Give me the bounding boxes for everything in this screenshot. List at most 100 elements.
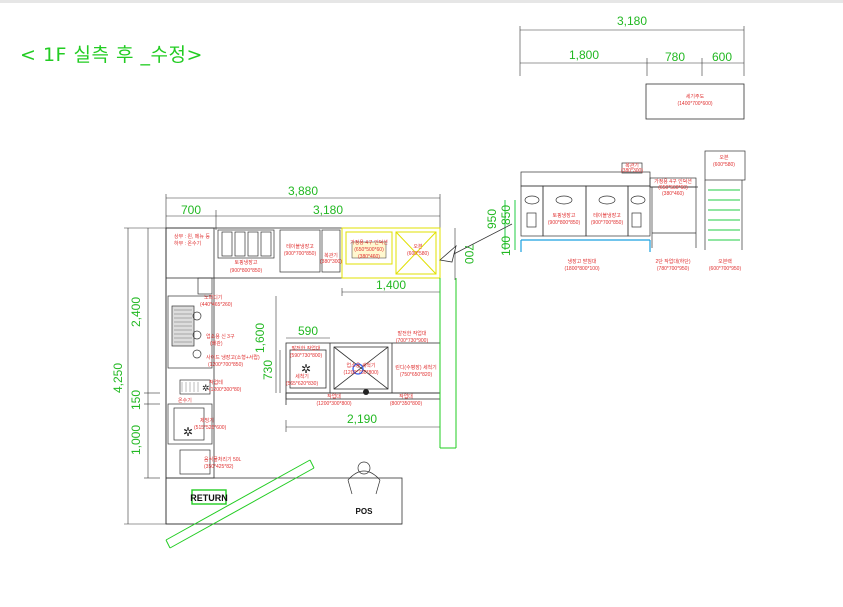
label-isl3-2: (565*620*830)	[286, 381, 319, 387]
label-elev-table-1: 가정용 4구 인덕션	[654, 178, 692, 185]
fan-icon-small: ✲	[202, 383, 210, 393]
plan-dimension-lines	[124, 194, 456, 525]
top-border-line	[0, 0, 843, 3]
dim-top-1800: 1,800	[569, 48, 599, 62]
elevation-rack-lines	[504, 189, 740, 250]
cooktop-panel	[351, 241, 387, 259]
label-cook-1: 가정용 4구 인덕션	[350, 239, 388, 246]
elevation-base-blue	[520, 239, 651, 252]
return-label: RETURN	[190, 493, 228, 503]
dim-top-3180: 3,180	[617, 14, 647, 28]
dim-width-3180: 3,180	[313, 203, 343, 217]
top-dimension-chain	[519, 26, 745, 76]
label-oven-1: 오븐	[413, 244, 423, 250]
label-prep-1: 작업테	[209, 379, 223, 386]
appliance-box-top-right	[645, 83, 745, 120]
elevation-view	[520, 150, 746, 250]
label-drain-2: (350*425*82)	[204, 464, 234, 470]
label-cook-2: (650*500*60)	[354, 247, 384, 253]
label-table-2: (900*700*850)	[284, 251, 317, 257]
label-ice-1: 제빙기	[200, 417, 214, 424]
dim-island-2190: 2,190	[347, 412, 377, 426]
label-smallbox-2: (380*300)	[320, 259, 342, 265]
top-counter-appliances	[197, 229, 341, 295]
person-icon	[347, 461, 381, 495]
label-isl7-1: 작업대	[399, 393, 413, 400]
label-isl3-1: 세척기	[295, 373, 309, 380]
label-elev-bottom3-1: 오븐랙	[718, 258, 732, 265]
arrow-to-elevation	[439, 223, 513, 263]
label-isl6-2: (1200*300*800)	[316, 401, 351, 407]
label-isl4-1: 업소용 세척기	[347, 362, 376, 369]
label-right-top-2: (1400*700*600)	[677, 101, 712, 107]
label-isl7-2: (800*350*800)	[390, 401, 423, 407]
label-tl-2: 하부 : 온수기	[174, 240, 201, 247]
label-isl5-2: (750*650*820)	[400, 372, 433, 378]
green-wall-lines	[165, 278, 457, 549]
dim-right-1400: 1,400	[376, 278, 406, 292]
label-elev-bottom1-2: (1800*800*100)	[564, 266, 599, 272]
drain-icon	[363, 389, 369, 395]
sink-grid	[174, 309, 199, 392]
fan-icon: ✲	[183, 425, 193, 439]
label-elev-bottom2-1: 2단 작업대(하단)	[655, 258, 690, 265]
label-elev-bottom1-1: 냉장고 받침대	[568, 258, 597, 265]
label-right-top-1: 세기주도	[686, 93, 705, 100]
label-isl6-1: 작업대	[327, 393, 341, 400]
label-topping-1: 토핑냉장고	[234, 259, 257, 266]
dim-island-730: 730	[261, 360, 275, 380]
label-tl-1: 상부 : 왼, 메뉴 등	[174, 233, 210, 240]
label-bev-1: 사이드 냉장고(소형+서랍)	[206, 354, 260, 361]
label-sink3-2: (배관)	[210, 340, 223, 347]
label-isl2-1: 발전한 작업대	[292, 345, 321, 352]
label-ice-2: (515*526*600)	[194, 425, 227, 431]
dim-width-3880: 3,880	[288, 184, 318, 198]
label-rice-1: 노피디기	[204, 294, 222, 301]
dim-right-700: 700	[462, 244, 476, 264]
label-elev-top2-1: 오븐	[719, 155, 729, 161]
dim-elev-100: 100	[499, 236, 513, 256]
label-isl1-2: (700*730*900)	[396, 338, 429, 344]
label-isl4-2: (1200*730*800)	[343, 370, 378, 376]
label-isl1-1: 발전한 작업대	[398, 330, 427, 337]
highlight-cooktop-oven	[341, 227, 441, 279]
dim-top-780: 780	[665, 50, 685, 64]
dim-top-600: 600	[712, 50, 732, 64]
label-elev-top1-1: 복관기	[625, 162, 639, 169]
label-rice-2: (440*465*260)	[200, 302, 233, 308]
dim-elev-850: 850	[499, 205, 513, 225]
return-sign-box	[191, 489, 227, 505]
label-elev-top2-2: (600*580)	[713, 162, 735, 168]
dim-left-2400: 2,400	[129, 297, 143, 327]
dim-island-1600: 1,600	[253, 323, 267, 353]
dim-left-1000: 1,000	[129, 425, 143, 455]
label-isl2-2: (590*730*800)	[290, 353, 323, 359]
label-smallbox-1: 복관기	[324, 252, 338, 259]
dim-width-700: 700	[181, 203, 201, 217]
pos-label: POS	[356, 507, 374, 516]
label-hot: 온수기	[178, 397, 192, 404]
label-elev-b2-2: (900*700*850)	[591, 220, 624, 226]
label-isl5-1: 린디(수평장) 세척기	[395, 364, 437, 371]
label-elev-b1-2: (900*800*850)	[548, 220, 581, 226]
label-topping-2: (900*800*850)	[230, 268, 263, 274]
page-title: < 1F 실측 후 _수정>	[20, 44, 203, 66]
label-sink3-1: 업소용 신 3구	[206, 333, 235, 340]
label-table-1: 테이블냉장고	[286, 243, 314, 250]
label-cook-3: (380*460)	[358, 254, 380, 260]
label-elev-table-2: (650*500*60)	[658, 185, 688, 191]
label-elev-top1-2: (380*300)	[621, 168, 643, 174]
label-elev-table-3: (380*460)	[662, 191, 684, 197]
dim-elev-950: 950	[485, 209, 499, 229]
dim-left-4250: 4,250	[111, 363, 125, 393]
label-elev-bottom2-2: (780*700*950)	[657, 266, 690, 272]
blue-marker-icon	[352, 363, 364, 375]
label-elev-bottom3-2: (600*700*950)	[709, 266, 742, 272]
label-bev-2: (1200*700*850)	[208, 362, 243, 368]
label-elev-b2-1: 테이블냉장고	[593, 212, 621, 219]
dim-left-150: 150	[129, 390, 143, 410]
label-elev-b1-1: 토핑냉장고	[552, 212, 575, 219]
fan-icon-island: ✲	[301, 362, 311, 376]
label-drain-1: 음식물처리기 50L	[204, 456, 242, 463]
